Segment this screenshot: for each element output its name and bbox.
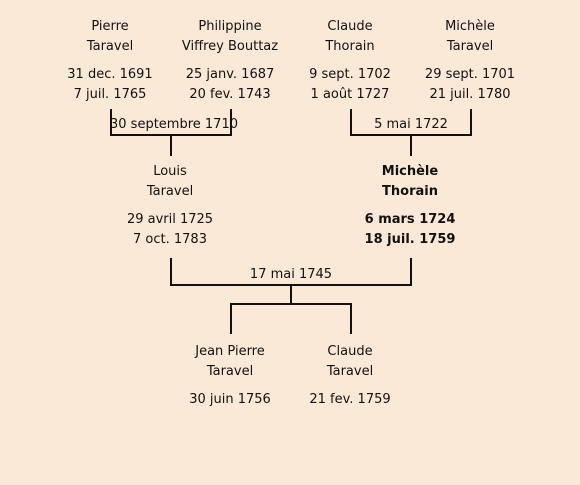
bracket-line: [470, 109, 472, 136]
person-birth-date: 31 dec. 1691: [67, 67, 153, 82]
bracket-line: [170, 258, 172, 286]
person-birth-date: 6 mars 1724: [364, 212, 456, 227]
person-last-name: Taravel: [146, 184, 194, 199]
person-first-name: Pierre: [91, 19, 129, 34]
bracket-line: [410, 134, 412, 156]
bracket-line: [110, 109, 112, 136]
person-last-name: Taravel: [446, 39, 494, 54]
person-death-date: 20 fev. 1743: [189, 87, 271, 102]
person-death-date: 1 août 1727: [310, 87, 390, 102]
person-death-date: 18 juil. 1759: [364, 232, 456, 247]
person-birth-date: 25 janv. 1687: [185, 67, 275, 82]
bracket-line: [230, 303, 232, 334]
marriage-date-paternal: 30 septembre 1710: [110, 117, 238, 132]
person-birth-date: 9 sept. 1702: [309, 67, 391, 82]
person-michele-taravel: Michèle Taravel 29 sept. 1701 21 juil. 1…: [400, 17, 540, 105]
person-last-name: Taravel: [326, 364, 374, 379]
person-jean-pierre-taravel: Jean Pierre Taravel 30 juin 1756: [160, 342, 300, 410]
person-first-name: Michèle: [381, 164, 439, 179]
person-last-name: Taravel: [86, 39, 134, 54]
person-last-name: Thorain: [382, 184, 438, 199]
bracket-line: [170, 134, 172, 156]
person-last-name: Taravel: [206, 364, 254, 379]
bracket-line: [350, 109, 352, 136]
person-louis-taravel: Louis Taravel 29 avril 1725 7 oct. 1783: [100, 162, 240, 250]
person-first-name: Michèle: [445, 19, 495, 34]
person-birth-date: 21 fev. 1759: [309, 392, 391, 407]
person-philippine-viffrey-bouttaz: Philippine Viffrey Bouttaz 25 janv. 1687…: [160, 17, 300, 105]
person-last-name: Viffrey Bouttaz: [181, 39, 279, 54]
marriage-date-parents: 17 mai 1745: [249, 267, 333, 282]
person-michele-thorain: Michèle Thorain 6 mars 1724 18 juil. 175…: [340, 162, 480, 250]
person-first-name: Claude: [327, 19, 373, 34]
marriage-date-maternal: 5 mai 1722: [374, 117, 448, 132]
person-birth-date: 29 avril 1725: [126, 212, 214, 227]
person-death-date: 21 juil. 1780: [429, 87, 511, 102]
bracket-line: [350, 303, 352, 334]
person-birth-date: 29 sept. 1701: [424, 67, 516, 82]
person-death-date: 7 oct. 1783: [133, 232, 207, 247]
person-pierre-taravel: Pierre Taravel 31 dec. 1691 7 juil. 1765: [40, 17, 180, 105]
person-first-name: Claude: [327, 344, 373, 359]
person-death-date: 7 juil. 1765: [73, 87, 147, 102]
bracket-line: [410, 258, 412, 286]
bracket-line: [230, 303, 352, 305]
person-birth-date: 30 juin 1756: [189, 392, 271, 407]
person-first-name: Louis: [153, 164, 187, 179]
person-first-name: Jean Pierre: [195, 344, 265, 359]
bracket-line: [290, 284, 292, 304]
person-claude-taravel: Claude Taravel 21 fev. 1759: [280, 342, 420, 410]
person-claude-thorain: Claude Thorain 9 sept. 1702 1 août 1727: [280, 17, 420, 105]
person-last-name: Thorain: [325, 39, 375, 54]
person-first-name: Philippine: [198, 19, 262, 34]
bracket-line: [230, 109, 232, 136]
